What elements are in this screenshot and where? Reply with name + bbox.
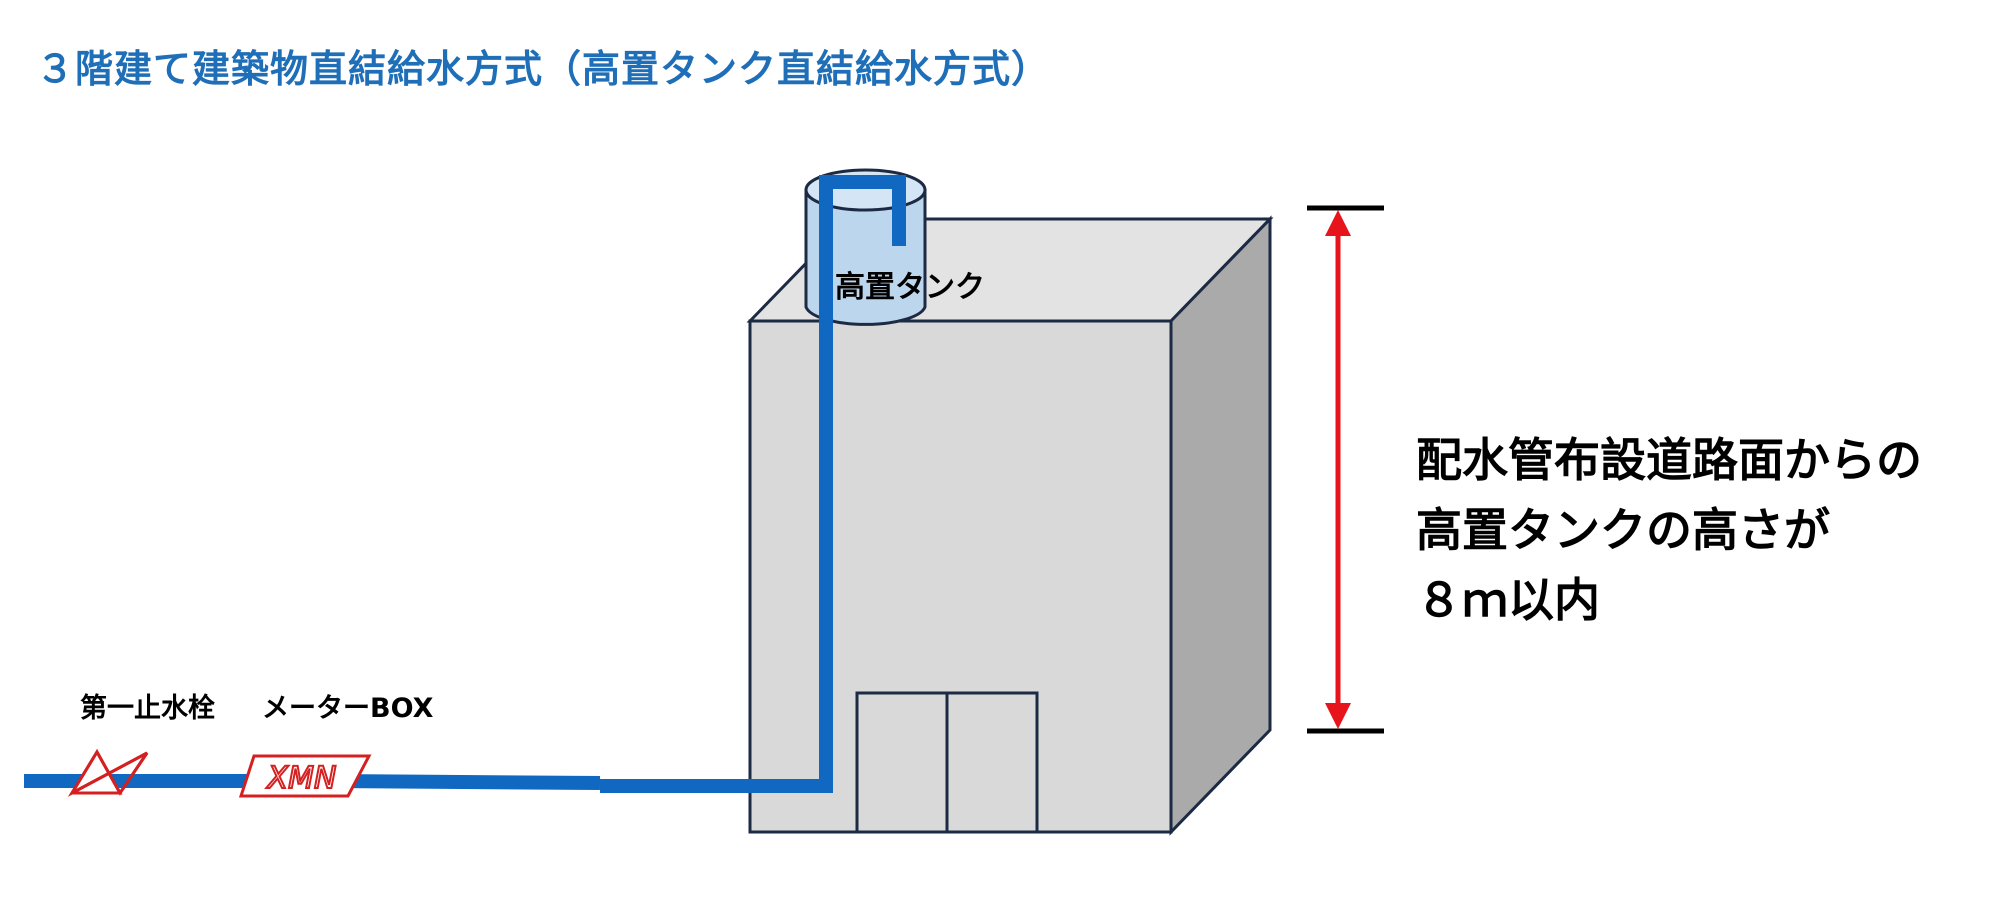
meter-box-icon: XMN bbox=[238, 754, 372, 798]
tank-label: 高置タンク bbox=[835, 270, 985, 305]
page-title: ３階建て建築物直結給水方式（高置タンク直結給水方式） bbox=[36, 47, 1051, 91]
door-left bbox=[855, 691, 949, 834]
meter-box-label: メーターBOX bbox=[262, 693, 434, 724]
svg-text:XMN: XMN bbox=[266, 761, 337, 796]
stop-valve-label: 第一止水栓 bbox=[80, 693, 215, 724]
height-note-line: 高置タンクの高さが bbox=[1416, 503, 1830, 557]
height-dimension-arrow bbox=[1307, 205, 1384, 734]
height-note: 配水管布設道路面からの 高置タンクの高さが ８ｍ以内 bbox=[1416, 425, 1922, 635]
stop-valve-icon bbox=[67, 749, 149, 797]
building-side-face bbox=[1169, 215, 1272, 836]
height-note-line: 配水管布設道路面からの bbox=[1416, 433, 1922, 487]
door-right bbox=[945, 691, 1039, 834]
height-note-line: ８ｍ以内 bbox=[1416, 573, 1600, 627]
